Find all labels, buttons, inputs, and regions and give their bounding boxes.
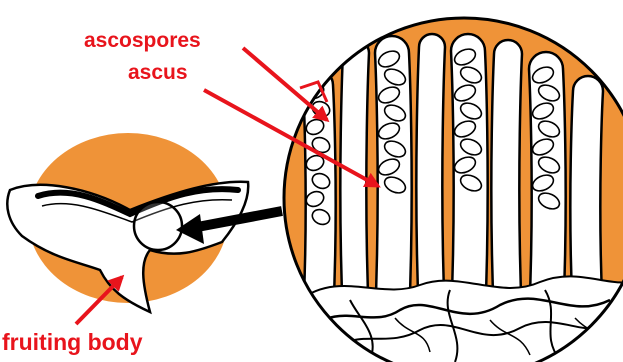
- label-ascospores-text: ascospores: [84, 29, 201, 52]
- label-fruiting-body-text: fruiting body: [2, 329, 143, 355]
- magnified-view: [280, 10, 623, 362]
- magnified-region-circle: [134, 202, 182, 250]
- ascus: [491, 40, 522, 320]
- hyphae-tangle: [290, 276, 623, 362]
- label-ascospores: ascospores: [84, 29, 327, 120]
- ascus: [416, 34, 445, 320]
- label-ascus-text: ascus: [128, 61, 188, 84]
